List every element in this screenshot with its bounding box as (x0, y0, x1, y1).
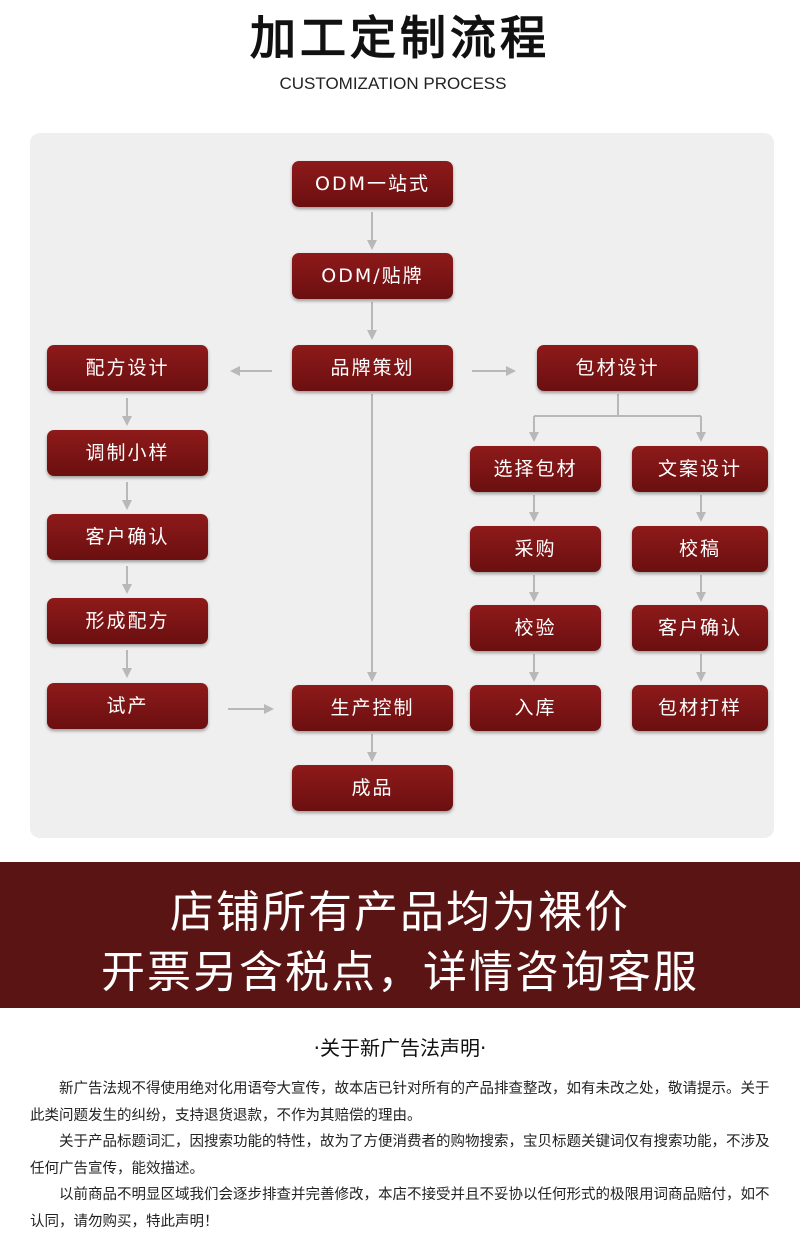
banner-line-1: 店铺所有产品均为裸价 (170, 887, 630, 938)
node-customer-confirm-right: 客户确认 (632, 605, 768, 651)
notice-body: 新广告法规不得使用绝对化用语夸大宣传，故本店已针对所有的产品排查整改，如有未改之… (30, 1076, 770, 1235)
node-purchasing: 采购 (470, 526, 601, 572)
notice-title: ·关于新广告法声明· (313, 1036, 487, 1060)
notice-paragraph: 关于产品标题词汇，因搜索功能的特性，故为了方便消费者的购物搜索，宝贝标题关键词仅… (30, 1134, 770, 1177)
node-customer-confirm-left: 客户确认 (47, 514, 208, 560)
node-odm-oem: ODM/贴牌 (292, 253, 453, 299)
node-warehousing: 入库 (470, 685, 601, 731)
page-title: 加工定制流程 (250, 11, 550, 65)
price-banner: 店铺所有产品均为裸价 开票另含税点，详情咨询客服 (0, 862, 800, 1008)
notice-paragraph: 以前商品不明显区域我们会逐步排查并完善修改，本店不接受并且不妥协以任何形式的极限… (30, 1187, 770, 1230)
node-formula-formed: 形成配方 (47, 598, 208, 644)
node-packaging-sample: 包材打样 (632, 685, 768, 731)
notice-paragraph: 新广告法规不得使用绝对化用语夸大宣传，故本店已针对所有的产品排查整改，如有未改之… (30, 1081, 770, 1124)
node-formula-design: 配方设计 (47, 345, 208, 391)
node-brand-planning: 品牌策划 (292, 345, 453, 391)
node-copywriting-design: 文案设计 (632, 446, 768, 492)
node-production-control: 生产控制 (292, 685, 453, 731)
node-inspection: 校验 (470, 605, 601, 651)
node-trial-production: 试产 (47, 683, 208, 729)
node-finished-product: 成品 (292, 765, 453, 811)
node-packaging-design: 包材设计 (537, 345, 698, 391)
node-proofreading: 校稿 (632, 526, 768, 572)
banner-line-2: 开票另含税点，详情咨询客服 (101, 947, 699, 998)
node-select-packaging: 选择包材 (470, 446, 601, 492)
page-subtitle: CUSTOMIZATION PROCESS (279, 74, 507, 93)
node-odm-one-stop: ODM一站式 (292, 161, 453, 207)
node-sample-making: 调制小样 (47, 430, 208, 476)
